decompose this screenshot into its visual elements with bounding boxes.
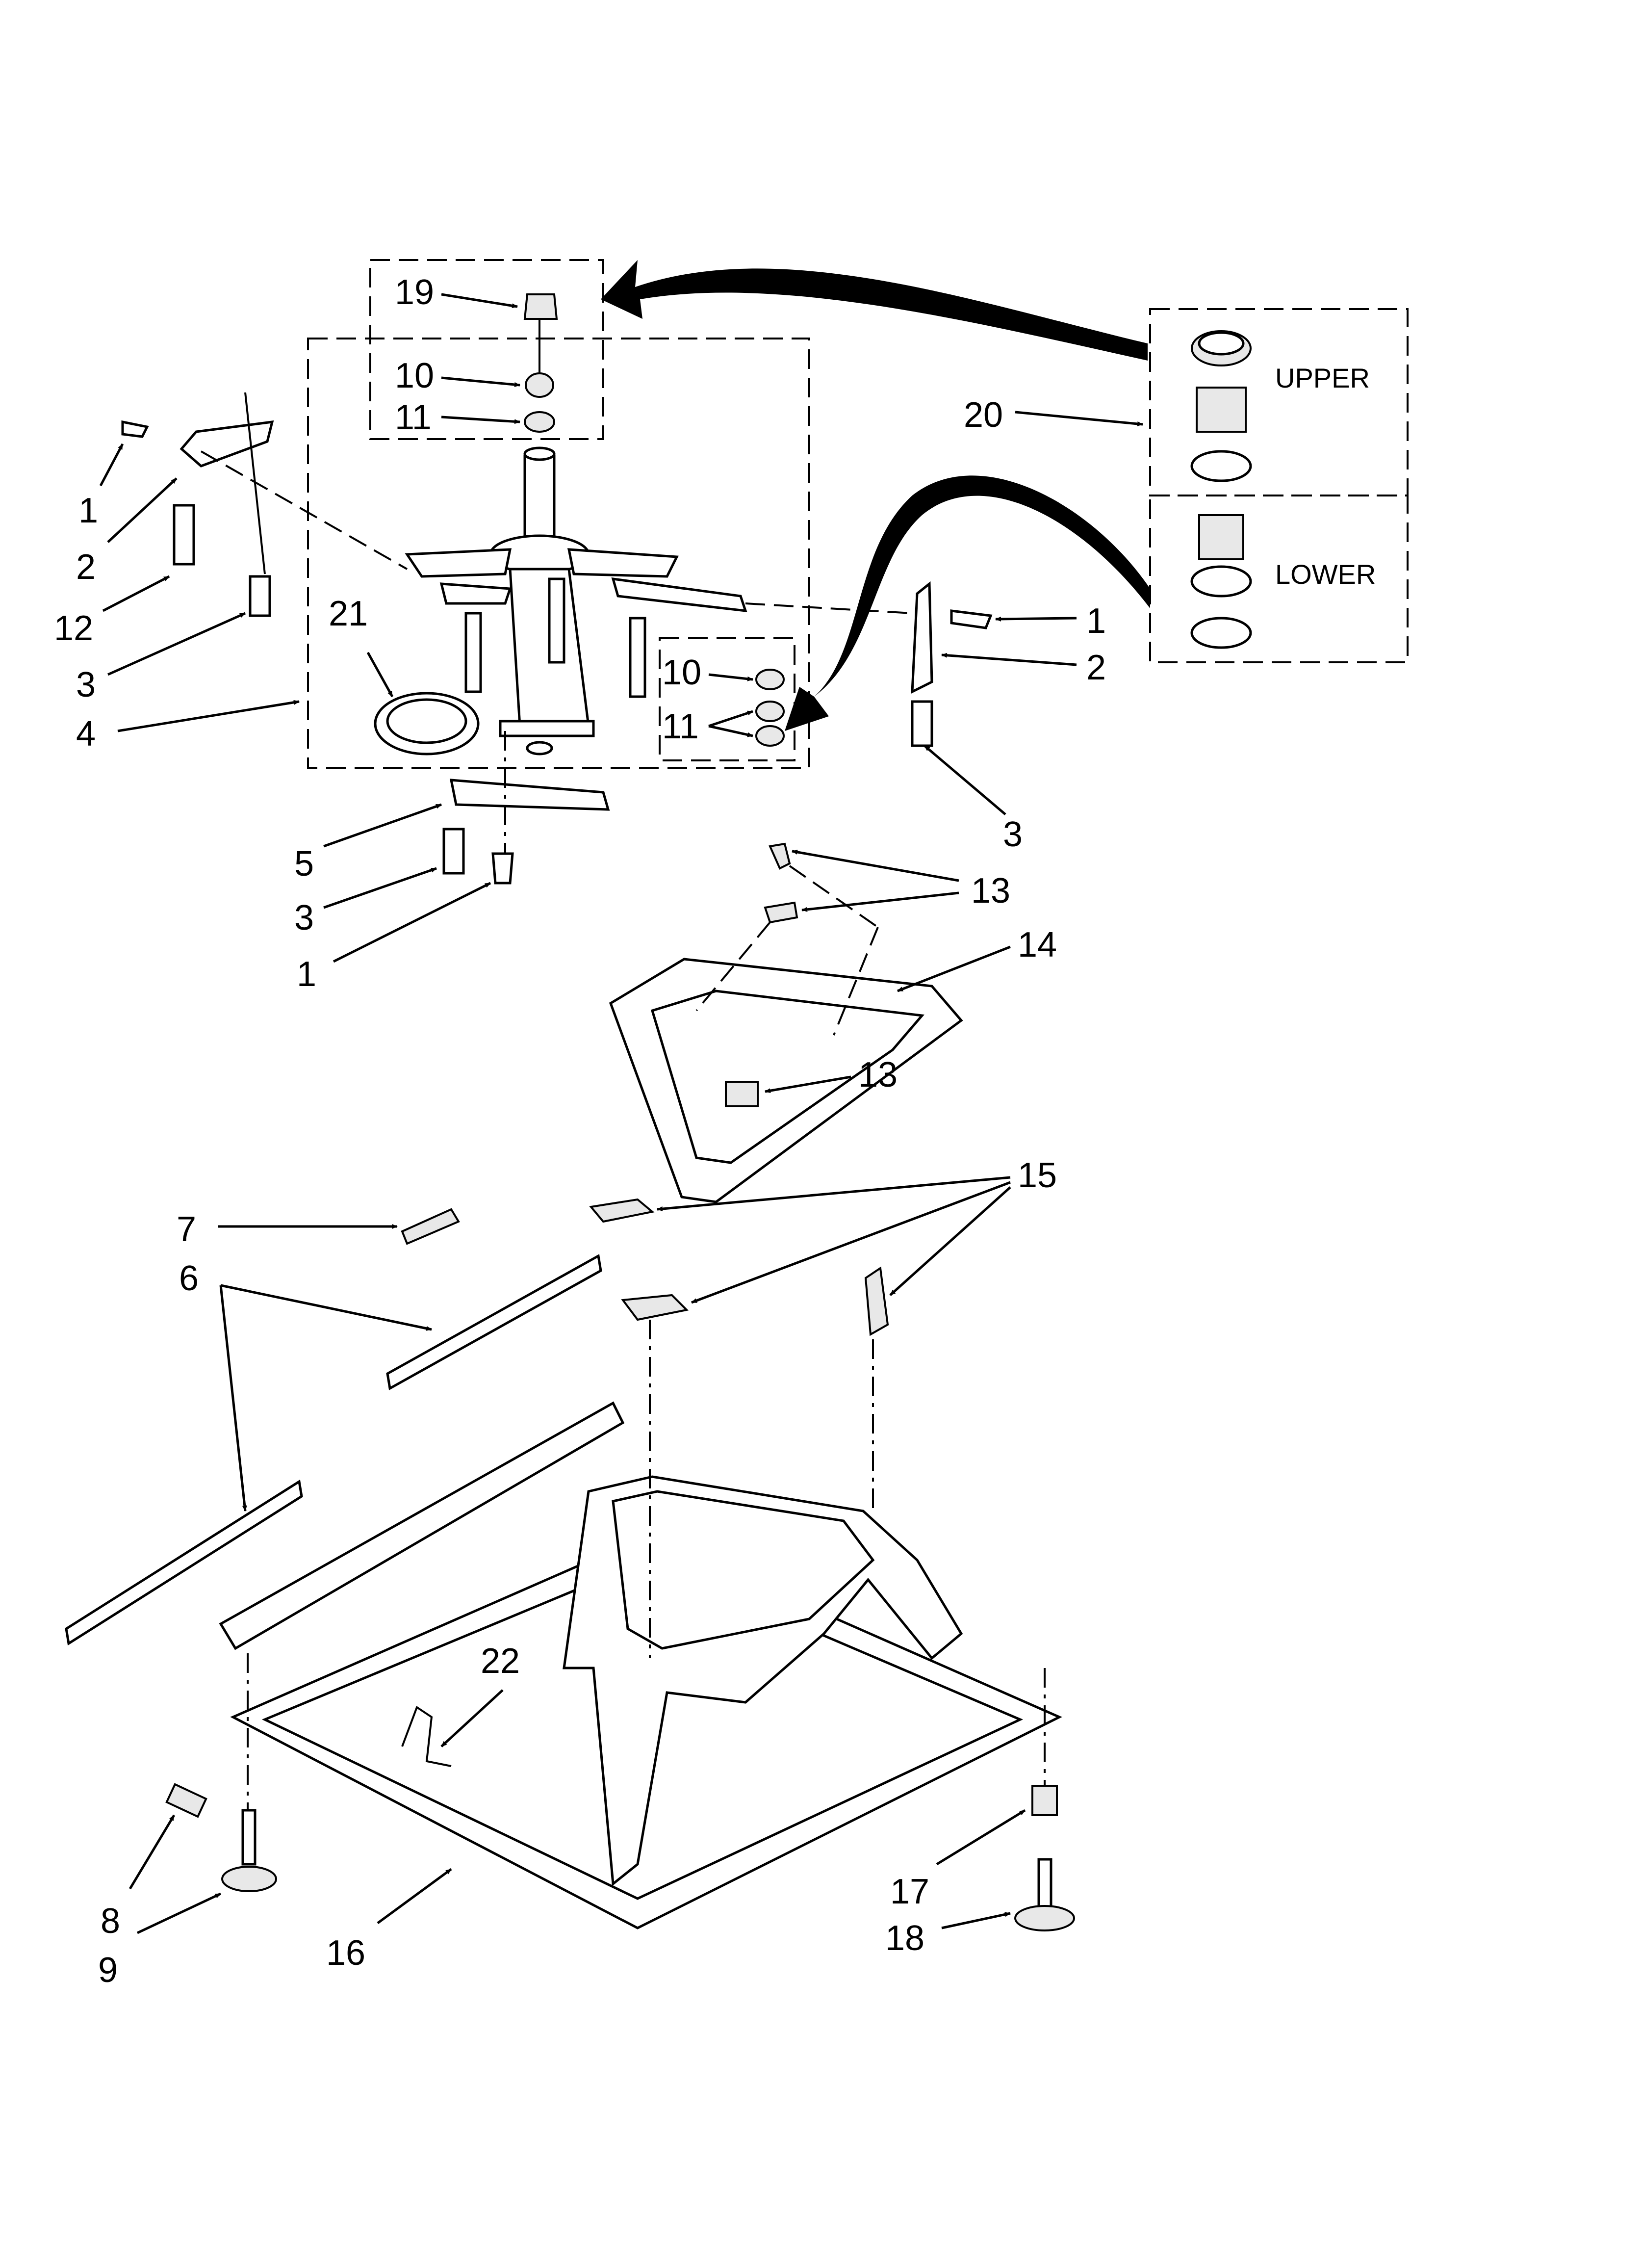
top-bearing-stack [523,293,558,433]
gearcase-box [307,338,810,769]
callout-20: 20 [964,395,1003,435]
slide-6b [65,1479,303,1646]
callout-8: 8 [101,1902,120,1941]
kit-lower-label: LOWER [1275,559,1376,590]
callout-15: 15 [1018,1156,1057,1195]
kit-lower-box [1149,495,1409,663]
pin-8 [165,1783,207,1818]
seal-ring [374,692,480,756]
callout-16: 16 [326,1933,365,1973]
callout-5: 5 [294,844,314,884]
lower-bearing-stack [755,669,785,747]
pad-15c [864,1266,889,1336]
kit-upper-label: UPPER [1275,363,1370,393]
bearing-kit-parts [1190,330,1252,649]
callout-9: 9 [98,1951,118,1990]
callout-22: 22 [481,1642,520,1681]
callout-13: 13 [971,871,1010,911]
left-suspension-parts [121,392,408,617]
callout-11: 11 [662,707,699,746]
nut-17 [1031,1785,1058,1816]
callout-4: 4 [76,714,96,754]
callout-14: 14 [1018,925,1057,965]
kit-upper-box [1149,308,1409,496]
base-assembly-group [165,1320,1075,1931]
middle-frame-group [65,842,963,1646]
lower-suspension-parts [442,731,610,885]
right-suspension-parts [745,581,993,747]
gearcase-hub [405,446,747,756]
pad-15a [589,1198,655,1223]
callout-17: 17 [890,1872,929,1911]
clip-22 [401,1705,452,1767]
callout-1: 1 [78,491,98,530]
callout-2: 2 [76,547,96,587]
foot-18 [1014,1858,1075,1931]
spring-7 [401,1208,460,1245]
callout-13: 13 [858,1055,898,1095]
callout-11: 11 [395,398,432,437]
callout-19: 19 [395,273,434,312]
callout-1: 1 [1086,601,1106,641]
leader-lines [99,293,1143,1934]
callout-3: 3 [76,665,96,704]
pad-15b [621,1294,689,1321]
slide-6a [386,1254,602,1390]
callout-10: 10 [662,653,701,692]
callout-21: 21 [329,594,368,633]
top-bearing-box [369,259,604,440]
arrow-to-top-bearing [601,260,1148,361]
lower-bearing-box [659,637,795,761]
callout-labels: 1 2 12 3 4 21 19 10 11 20 UPPER LOWER 1 … [54,273,1376,1990]
callout-1: 1 [297,955,316,994]
callout-3: 3 [1003,815,1023,854]
suspension-assembly-group [121,259,1409,885]
callout-12: 12 [54,609,93,648]
callout-7: 7 [177,1210,196,1249]
callout-3: 3 [294,898,314,938]
callout-6: 6 [179,1259,199,1298]
callout-10: 10 [395,356,434,395]
callout-2: 2 [1086,648,1106,687]
foot-9 [221,1809,277,1892]
callout-18: 18 [885,1919,924,1958]
